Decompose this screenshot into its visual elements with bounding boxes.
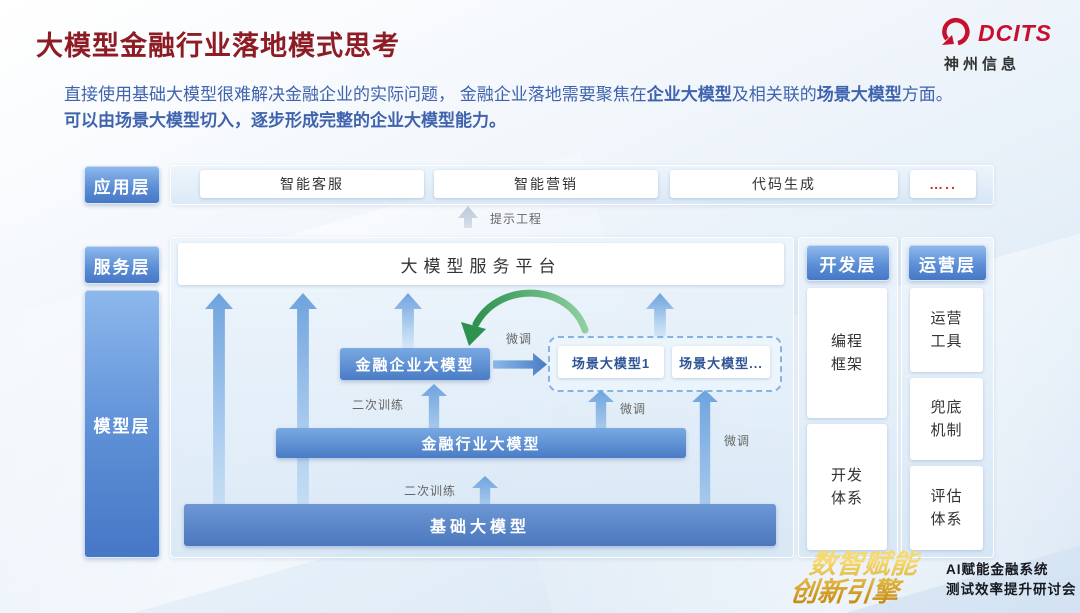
app-item-more: ….. [910, 170, 976, 198]
ops-item-operations-tools: 运营工具 [910, 288, 983, 372]
intro-highlight-scenario: 场景大模型 [816, 85, 902, 104]
intro-text: 方面。 [901, 85, 953, 104]
prompt-up-arrow-icon [458, 206, 478, 228]
event-line-2: 测试效率提升研讨会 [946, 582, 1077, 597]
intro-highlight-enterprise: 企业大模型 [646, 85, 732, 104]
slogan-line-2: 创新引擎 [788, 577, 901, 607]
retrain-label: 二次训练 [404, 484, 457, 498]
dev-item-label: 开发体系 [830, 466, 863, 507]
intro-text: 及相关联的 [731, 85, 817, 104]
app-item-code-generation: 代码生成 [670, 170, 898, 198]
logo-brand-text: DCITS [978, 20, 1052, 46]
intro-text: 直接使用基础大模型很难解决金融企业的实际问题， 金融企业落地需要聚焦在 [64, 85, 647, 104]
app-item-customer-service: 智能客服 [200, 170, 424, 198]
application-layer-label: 应用层 [84, 166, 160, 204]
scenario-model-more-box: 场景大模型... [672, 346, 770, 378]
company-logo: DCITS 神州信息 [940, 16, 1052, 74]
base-model-box: 基础大模型 [184, 504, 776, 546]
finetune-label: 微调 [506, 332, 533, 346]
ops-item-fallback-mechanism: 兜底机制 [910, 378, 983, 460]
slogan-line-1: 数智赋能 [807, 549, 920, 579]
footer-slogan: 数智赋能 创新引擎 [789, 550, 945, 606]
dev-item-development-system: 开发体系 [807, 424, 887, 550]
dev-item-programming-framework: 编程框架 [807, 288, 887, 418]
retrain-label: 二次训练 [352, 398, 405, 412]
dev-layer-label: 开发层 [806, 245, 890, 281]
footer-event-text: AI赋能金融系统 测试效率提升研讨会 [946, 560, 1077, 600]
ops-layer-label: 运营层 [908, 245, 987, 281]
model-layer-label: 模型层 [84, 290, 160, 558]
event-line-1: AI赋能金融系统 [946, 562, 1049, 577]
intro-line-1: 直接使用基础大模型很难解决金融企业的实际问题， 金融企业落地需要聚焦在企业大模型… [64, 82, 1054, 107]
ops-item-evaluation-system: 评估体系 [910, 466, 983, 550]
finetune-label: 微调 [724, 434, 751, 448]
ops-item-label: 运营工具 [930, 309, 963, 350]
ops-item-label: 兜底机制 [930, 398, 963, 439]
dcits-swoosh-icon [940, 16, 974, 51]
service-layer-label: 服务层 [84, 246, 160, 284]
intro-line-2: 可以由场景大模型切入，逐步形成完整的企业大模型能力。 [64, 111, 506, 130]
prompt-engineering-label: 提示工程 [490, 212, 543, 226]
ops-item-label: 评估体系 [930, 487, 963, 528]
logo-company-text: 神州信息 [944, 56, 1021, 73]
page-title: 大模型金融行业落地模式思考 [36, 31, 400, 61]
dev-item-label: 编程框架 [830, 332, 863, 373]
industry-model-box: 金融行业大模型 [276, 428, 686, 458]
app-item-marketing: 智能营销 [434, 170, 658, 198]
finetune-label: 微调 [620, 402, 647, 416]
